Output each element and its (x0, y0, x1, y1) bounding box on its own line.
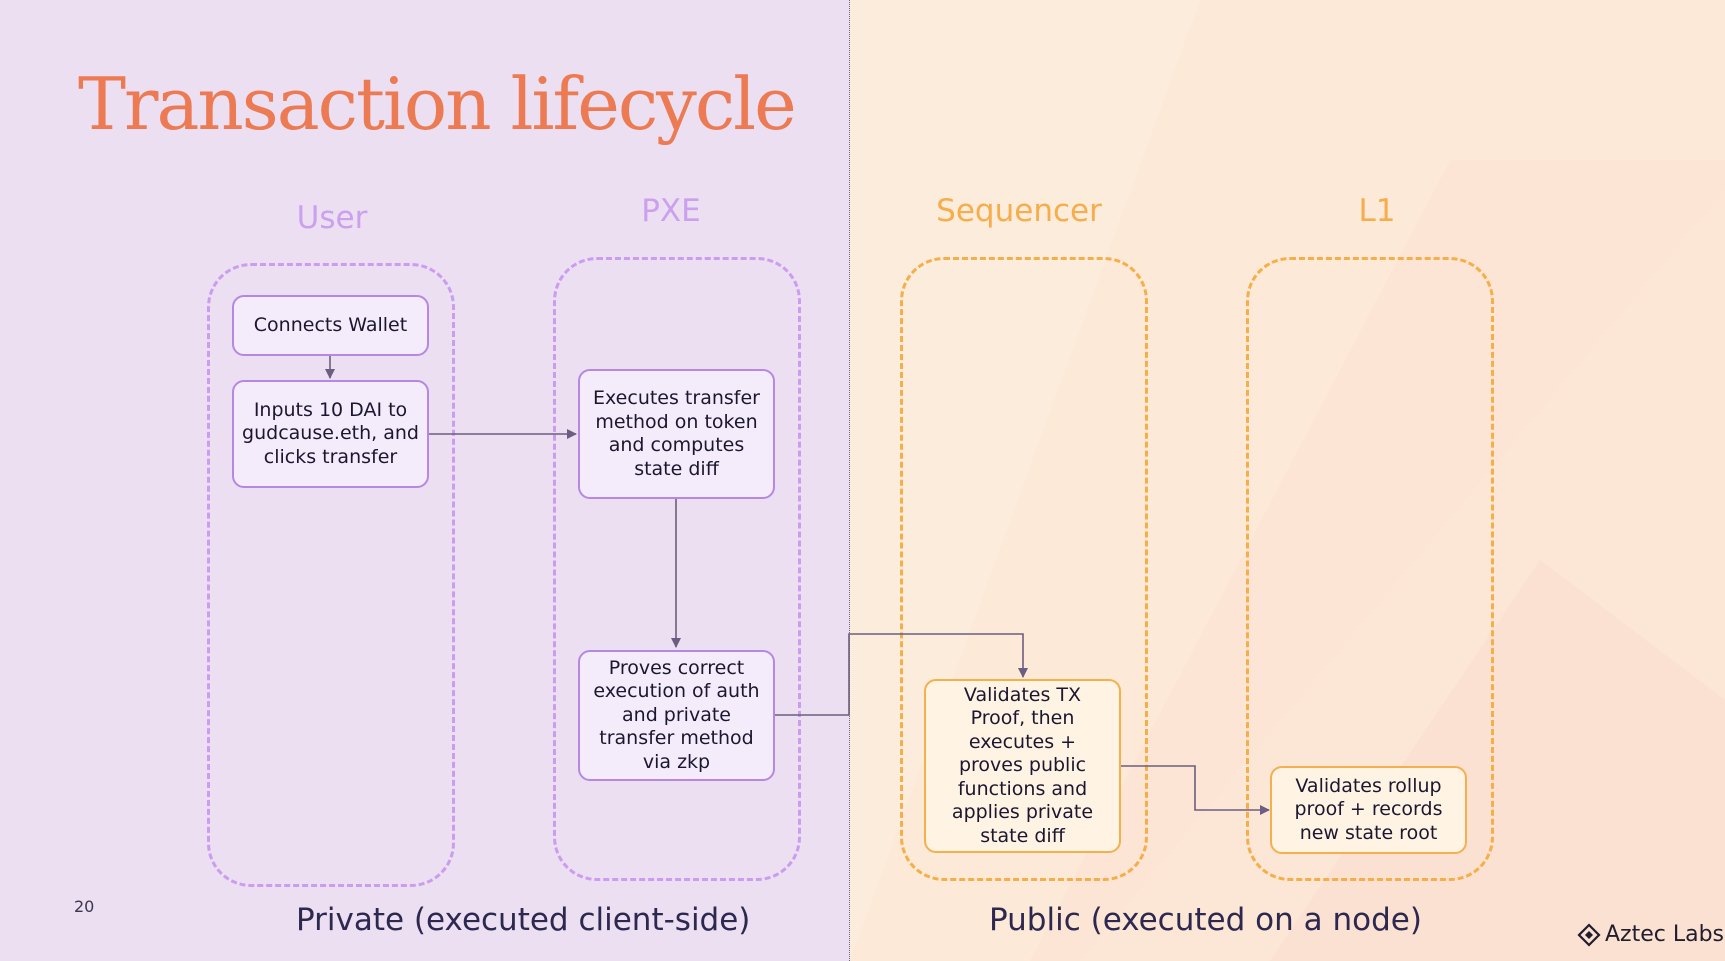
lane-user (207, 263, 455, 887)
node-executes-transfer: Executes transfer method on token and co… (578, 369, 775, 499)
node-connects-wallet: Connects Wallet (232, 295, 429, 356)
column-label-sequencer: Sequencer (936, 193, 1102, 229)
node-proves-execution: Proves correct execution of auth and pri… (578, 650, 775, 781)
lane-pxe (553, 257, 801, 881)
node-validates-tx: Validates TX Proof, then executes + prov… (924, 679, 1121, 853)
section-divider (849, 0, 850, 961)
lane-l1 (1246, 257, 1494, 881)
arrow-validates-tx-to-l1 (1120, 765, 1270, 815)
slide-title: Transaction lifecycle (78, 62, 797, 146)
column-label-l1: L1 (1358, 193, 1396, 229)
brand-logo: Aztec Labs (1577, 922, 1724, 947)
column-label-user: User (296, 200, 368, 236)
page-number: 20 (74, 897, 95, 916)
lane-sequencer (900, 257, 1148, 881)
private-section-label: Private (executed client-side) (296, 902, 751, 938)
public-section-label: Public (executed on a node) (989, 902, 1422, 938)
column-label-pxe: PXE (641, 193, 701, 229)
node-validates-rollup: Validates rollup proof + records new sta… (1270, 766, 1467, 854)
arrow-proves-to-validates-tx (775, 633, 1028, 716)
brand-name: Aztec Labs (1605, 922, 1725, 947)
node-inputs-transfer: Inputs 10 DAI to gudcause.eth, and click… (232, 380, 429, 488)
diamond-logo-icon (1577, 922, 1601, 947)
